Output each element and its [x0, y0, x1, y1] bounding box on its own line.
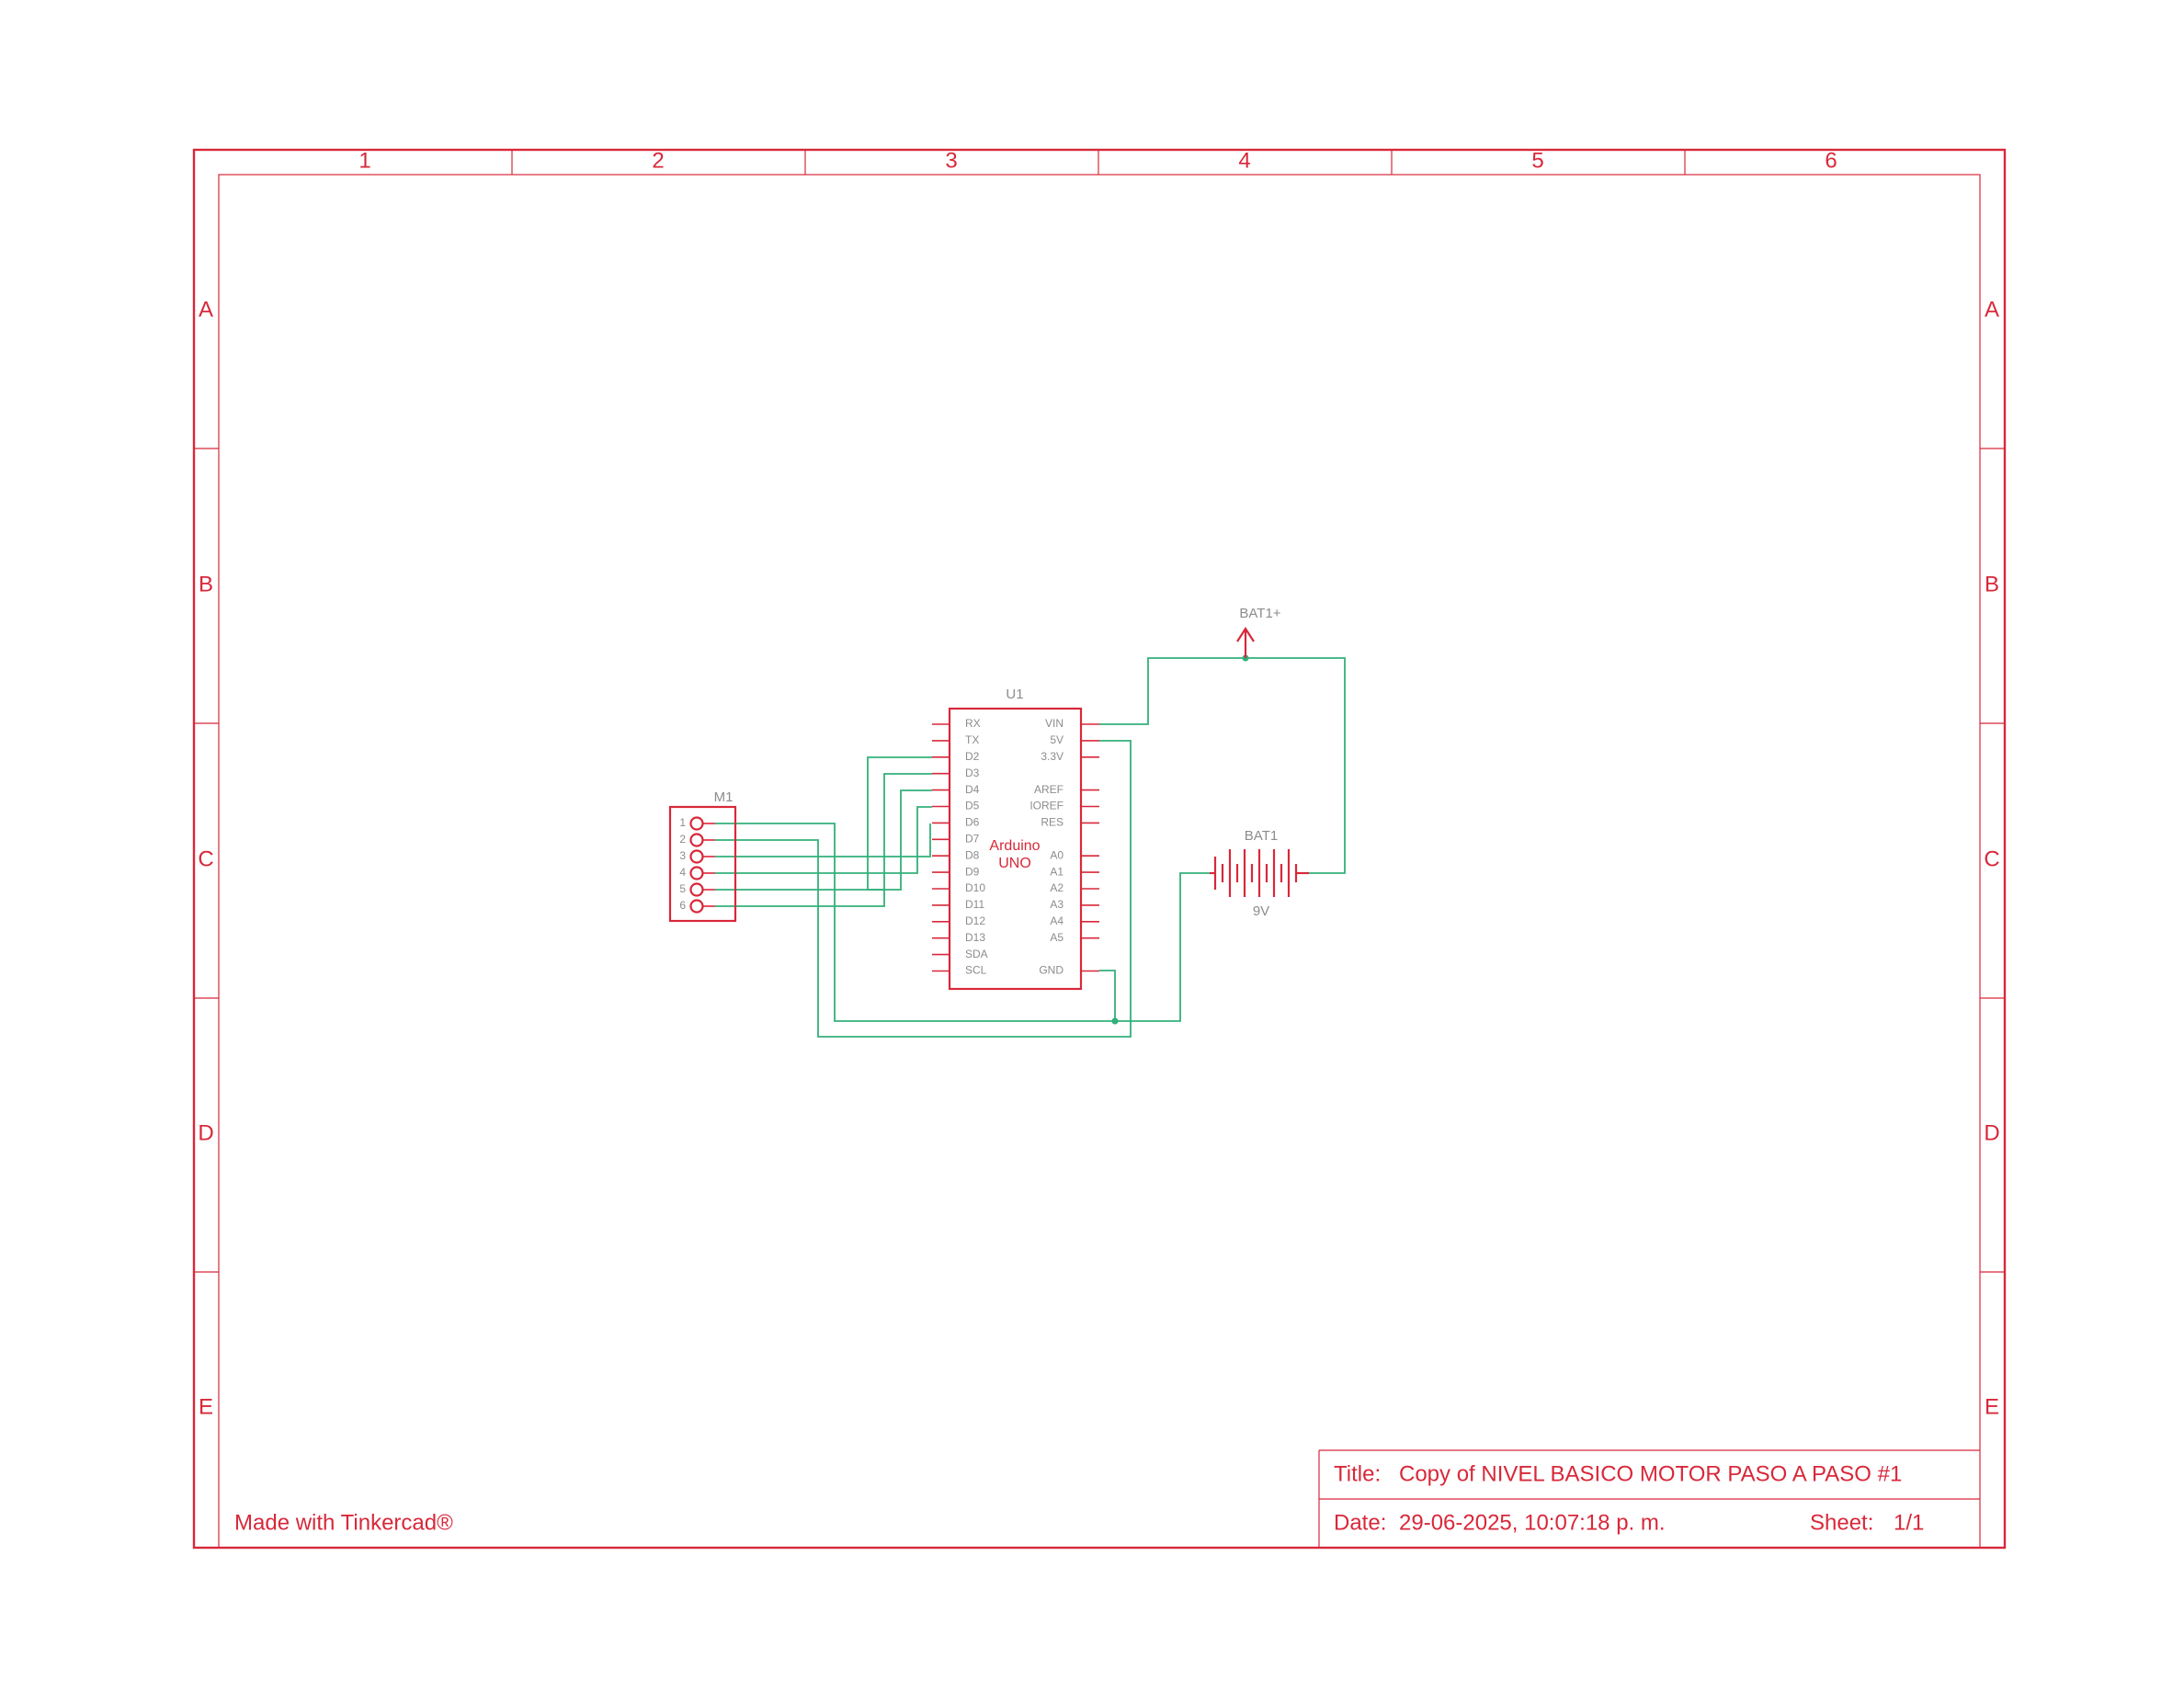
row-label-left: A [199, 297, 213, 322]
row-label-right: B [1985, 572, 1999, 596]
row-dividers [194, 448, 2005, 1273]
motor-pins: 1 2 3 4 5 6 [679, 816, 715, 914]
arduino-pin-label: D2 [965, 750, 980, 763]
wires [715, 654, 1346, 1038]
wire-m1-pin4-d5 [715, 806, 932, 874]
motor-pin-label: 1 [679, 816, 686, 829]
motor-pin-label: 5 [679, 882, 686, 895]
row-label-left: E [199, 1394, 213, 1419]
inner-frame [218, 174, 1981, 1549]
arduino-pin-label: IOREF [1029, 800, 1064, 812]
arduino-uno-u1: U1 Arduino UNO RX TX D2D3D4D5D6D7D8D9D10D1… [932, 687, 1099, 991]
tinkercad-credit: Made with Tinkercad® [234, 1510, 453, 1535]
arduino-pin-label: D8 [965, 848, 980, 861]
arduino-pin-label: TX [965, 733, 979, 746]
arduino-pin-label: D6 [965, 816, 980, 829]
motor-pin-label: 2 [679, 833, 686, 846]
motor-pin-circle [689, 899, 704, 914]
arduino-value-line2: UNO [998, 856, 1031, 871]
battery-bat1: BAT1 9V [1210, 828, 1309, 919]
arduino-pin-label: D12 [965, 914, 985, 927]
wire-m1-pin2-5v [715, 740, 1132, 1038]
wire-m1-pin6-d3 [715, 773, 932, 907]
outer-frame [192, 148, 2007, 1550]
arduino-pin-label: A0 [1050, 848, 1064, 861]
row-label-right: D [1984, 1120, 1999, 1145]
battery-value: 9V [1253, 903, 1269, 919]
motor-ref: M1 [714, 789, 734, 805]
motor-pin-circle [689, 849, 704, 864]
arduino-pin-label: GND [1039, 964, 1064, 977]
sheet-value: 1/1 [1894, 1510, 1924, 1535]
wire-m1-pin3 [715, 823, 931, 857]
motor-pin-label: 4 [679, 866, 686, 879]
arduino-pin-label: A4 [1050, 914, 1064, 927]
arduino-value-line1: Arduino [989, 838, 1040, 854]
arduino-body [948, 707, 1083, 991]
arduino-pin-label: SCL [965, 964, 987, 977]
motor-pin-circle [689, 833, 704, 847]
motor-m1: M1 1 2 3 4 5 6 [668, 789, 737, 923]
arduino-pin-label: 5V [1050, 733, 1064, 746]
motor-body [668, 805, 737, 923]
row-label-right: A [1985, 297, 1999, 322]
arduino-pin-label: RX [965, 717, 981, 730]
arduino-pin-label: A5 [1050, 931, 1064, 944]
column-label: 2 [652, 148, 664, 173]
power-label: BAT1+ [1239, 606, 1280, 621]
title-block: Title: Copy of NIVEL BASICO MOTOR PASO A… [1318, 1449, 1980, 1548]
arduino-pin-label: D13 [965, 931, 985, 944]
arduino-pin-label: AREF [1034, 783, 1064, 796]
date-label: Date: [1334, 1510, 1386, 1535]
title-label: Title: [1334, 1461, 1381, 1486]
arduino-pin-label: D10 [965, 881, 985, 894]
power-symbol-bat1-plus: BAT1+ [1236, 606, 1281, 658]
motor-pin-circle [689, 816, 704, 831]
arduino-ref: U1 [1006, 687, 1023, 702]
battery-ref: BAT1 [1245, 828, 1278, 844]
title-value: Copy of NIVEL BASICO MOTOR PASO A PASO #… [1399, 1461, 1902, 1486]
arduino-pin-label: D3 [965, 767, 980, 779]
arduino-pin-label: RES [1041, 816, 1064, 829]
sheet-label: Sheet: [1810, 1510, 1873, 1535]
arduino-pin-label: SDA [965, 948, 988, 960]
column-label: 4 [1238, 148, 1250, 173]
column-label: 3 [945, 148, 957, 173]
motor-pin-circle [689, 866, 704, 880]
arduino-pin-label: VIN [1045, 717, 1064, 730]
column-label: 1 [358, 148, 370, 173]
arduino-pin-label: 3.3V [1041, 750, 1064, 763]
row-label-right: E [1985, 1394, 1999, 1419]
row-label-left: B [199, 572, 213, 596]
arduino-pin-label: D4 [965, 783, 980, 796]
row-label-left: C [198, 846, 213, 871]
wire-vin-bat1-plus [1099, 657, 1346, 874]
column-label: 5 [1531, 148, 1543, 173]
motor-pin-label: 6 [679, 899, 686, 912]
row-label-left: D [198, 1120, 213, 1145]
column-dividers [511, 150, 1686, 175]
arduino-pin-label: A1 [1050, 865, 1064, 878]
wire-gnd-bat1-minus [1099, 872, 1210, 1022]
arduino-pin-label: D9 [965, 865, 980, 878]
junction-dot [1111, 1017, 1119, 1025]
row-label-right: C [1984, 846, 1999, 871]
arduino-pin-label: D11 [965, 898, 984, 911]
motor-pin-label: 3 [679, 849, 686, 862]
date-value: 29-06-2025, 10:07:18 p. m. [1399, 1510, 1666, 1535]
arduino-pin-label: D7 [965, 832, 980, 845]
arduino-pin-label: A3 [1050, 898, 1064, 911]
arduino-pin-label: D5 [965, 800, 980, 812]
arduino-pin-label: A2 [1050, 881, 1064, 894]
column-label: 6 [1825, 148, 1837, 173]
wire-d2 [867, 756, 932, 891]
wire-m1-pin1-gnd [715, 823, 1115, 1022]
motor-pin-circle [689, 882, 704, 897]
wire-m1-pin5-d4 [715, 789, 932, 891]
